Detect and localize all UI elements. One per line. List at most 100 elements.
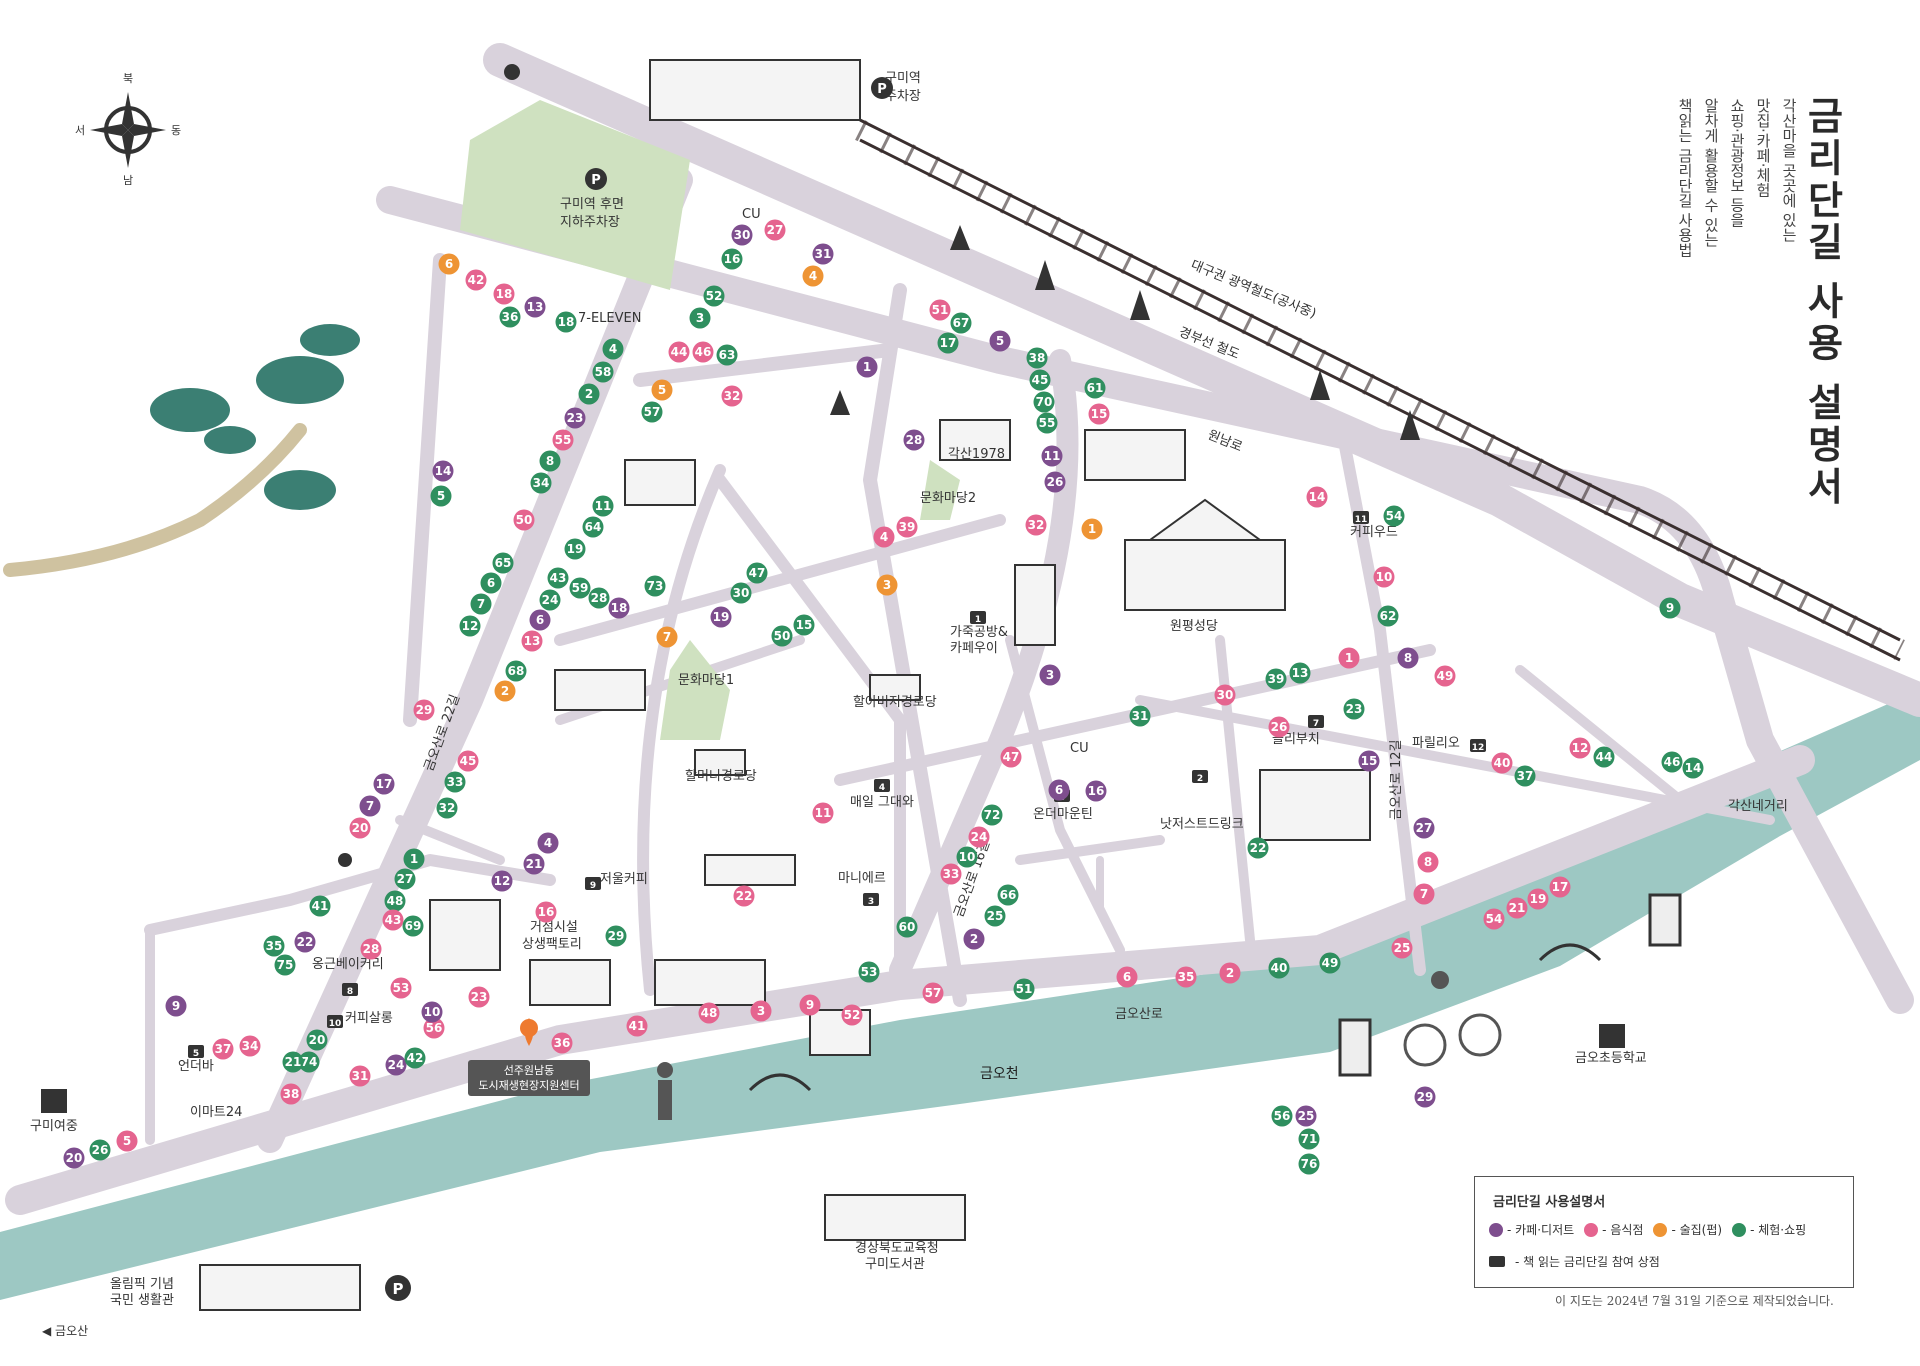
place-pin[interactable]: 2 <box>1219 962 1241 984</box>
place-pin[interactable]: 30 <box>730 582 752 604</box>
pin-dot[interactable] <box>656 626 678 648</box>
pin-dot[interactable] <box>309 895 331 917</box>
pin-dot[interactable] <box>116 1130 138 1152</box>
place-pin[interactable]: 43 <box>547 567 569 589</box>
place-pin[interactable]: 21 <box>523 853 545 875</box>
place-pin[interactable]: 48 <box>698 1002 720 1024</box>
pin-dot[interactable] <box>1491 752 1513 774</box>
place-pin[interactable]: 50 <box>513 509 535 531</box>
pin-dot[interactable] <box>551 1032 573 1054</box>
place-pin[interactable]: 39 <box>896 516 918 538</box>
pin-dot[interactable] <box>555 311 577 333</box>
pin-dot[interactable] <box>1289 662 1311 684</box>
place-pin[interactable]: 14 <box>1306 486 1328 508</box>
pin-dot[interactable] <box>444 771 466 793</box>
pin-dot[interactable] <box>1413 817 1435 839</box>
place-pin[interactable]: 31 <box>1129 705 1151 727</box>
pin-dot[interactable] <box>1298 1128 1320 1150</box>
place-pin[interactable]: 28 <box>360 938 382 960</box>
pin-dot[interactable] <box>165 995 187 1017</box>
pin-dot[interactable] <box>413 699 435 721</box>
pin-dot[interactable] <box>493 283 515 305</box>
place-pin[interactable]: 31 <box>349 1065 371 1087</box>
place-pin[interactable]: 33 <box>444 771 466 793</box>
pin-dot[interactable] <box>812 802 834 824</box>
pin-dot[interactable] <box>841 1004 863 1026</box>
pin-dot[interactable] <box>349 1065 371 1087</box>
pin-dot[interactable] <box>1041 445 1063 467</box>
pin-dot[interactable] <box>950 312 972 334</box>
pin-dot[interactable] <box>1081 518 1103 540</box>
place-pin[interactable]: 12 <box>1569 737 1591 759</box>
place-pin[interactable]: 52 <box>841 1004 863 1026</box>
pin-dot[interactable] <box>457 750 479 772</box>
pin-dot[interactable] <box>1682 757 1704 779</box>
pin-dot[interactable] <box>1549 876 1571 898</box>
place-pin[interactable]: 2 <box>578 383 600 405</box>
pin-dot[interactable] <box>1527 888 1549 910</box>
pin-dot[interactable] <box>1413 883 1435 905</box>
pin-dot[interactable] <box>856 356 878 378</box>
pin-dot[interactable] <box>981 804 1003 826</box>
place-pin[interactable]: 6 <box>1116 966 1138 988</box>
pin-dot[interactable] <box>524 296 546 318</box>
pin-dot[interactable] <box>812 243 834 265</box>
place-pin[interactable]: 9 <box>1659 597 1681 619</box>
place-pin[interactable]: 40 <box>1491 752 1513 774</box>
place-pin[interactable]: 11 <box>1041 445 1063 467</box>
place-pin[interactable]: 5 <box>989 330 1011 352</box>
place-pin[interactable]: 36 <box>499 306 521 328</box>
pin-dot[interactable] <box>282 1051 304 1073</box>
place-pin[interactable]: 17 <box>1549 876 1571 898</box>
place-pin[interactable]: 19 <box>710 606 732 628</box>
pin-dot[interactable] <box>382 909 404 931</box>
place-pin[interactable]: 68 <box>505 660 527 682</box>
place-pin[interactable]: 63 <box>716 344 738 366</box>
pin-dot[interactable] <box>552 429 574 451</box>
pin-dot[interactable] <box>716 344 738 366</box>
place-pin[interactable]: 42 <box>404 1047 426 1069</box>
place-pin[interactable]: 25 <box>1391 937 1413 959</box>
pin-dot[interactable] <box>689 307 711 329</box>
place-pin[interactable]: 37 <box>212 1038 234 1060</box>
pin-dot[interactable] <box>1661 751 1683 773</box>
pin-dot[interactable] <box>578 383 600 405</box>
place-pin[interactable]: 28 <box>903 429 925 451</box>
pin-dot[interactable] <box>1514 765 1536 787</box>
pin-dot[interactable] <box>1129 705 1151 727</box>
place-pin[interactable]: 8 <box>539 450 561 472</box>
place-pin[interactable]: 52 <box>703 285 725 307</box>
place-pin[interactable]: 27 <box>764 219 786 241</box>
place-pin[interactable]: 60 <box>896 916 918 938</box>
book-icon[interactable] <box>1353 511 1369 524</box>
pin-dot[interactable] <box>721 248 743 270</box>
place-pin[interactable]: 34 <box>239 1035 261 1057</box>
pin-dot[interactable] <box>963 928 985 950</box>
place-pin[interactable]: 22 <box>1247 837 1269 859</box>
pin-dot[interactable] <box>360 938 382 960</box>
pin-dot[interactable] <box>539 450 561 472</box>
pin-dot[interactable] <box>294 931 316 953</box>
pin-dot[interactable] <box>721 385 743 407</box>
pin-dot[interactable] <box>698 1002 720 1024</box>
pin-dot[interactable] <box>651 379 673 401</box>
place-pin[interactable]: 20 <box>306 1029 328 1051</box>
place-pin[interactable]: 35 <box>263 935 285 957</box>
place-pin[interactable]: 30 <box>1214 684 1236 706</box>
pin-dot[interactable] <box>1397 647 1419 669</box>
place-pin[interactable]: 3 <box>1039 664 1061 686</box>
pin-dot[interactable] <box>465 269 487 291</box>
pin-dot[interactable] <box>1000 746 1022 768</box>
place-pin[interactable]: 49 <box>1434 665 1456 687</box>
place-pin[interactable]: 1 <box>1338 647 1360 669</box>
place-pin[interactable]: 20 <box>349 817 371 839</box>
pin-dot[interactable] <box>373 773 395 795</box>
pin-dot[interactable] <box>641 401 663 423</box>
place-pin[interactable]: 13 <box>1289 662 1311 684</box>
place-pin[interactable]: 71 <box>1298 1128 1320 1150</box>
place-pin[interactable]: 7 <box>359 795 381 817</box>
pin-dot[interactable] <box>1116 966 1138 988</box>
place-pin[interactable]: 9 <box>165 995 187 1017</box>
place-pin[interactable]: 32 <box>436 797 458 819</box>
place-pin[interactable]: 59 <box>569 577 591 599</box>
